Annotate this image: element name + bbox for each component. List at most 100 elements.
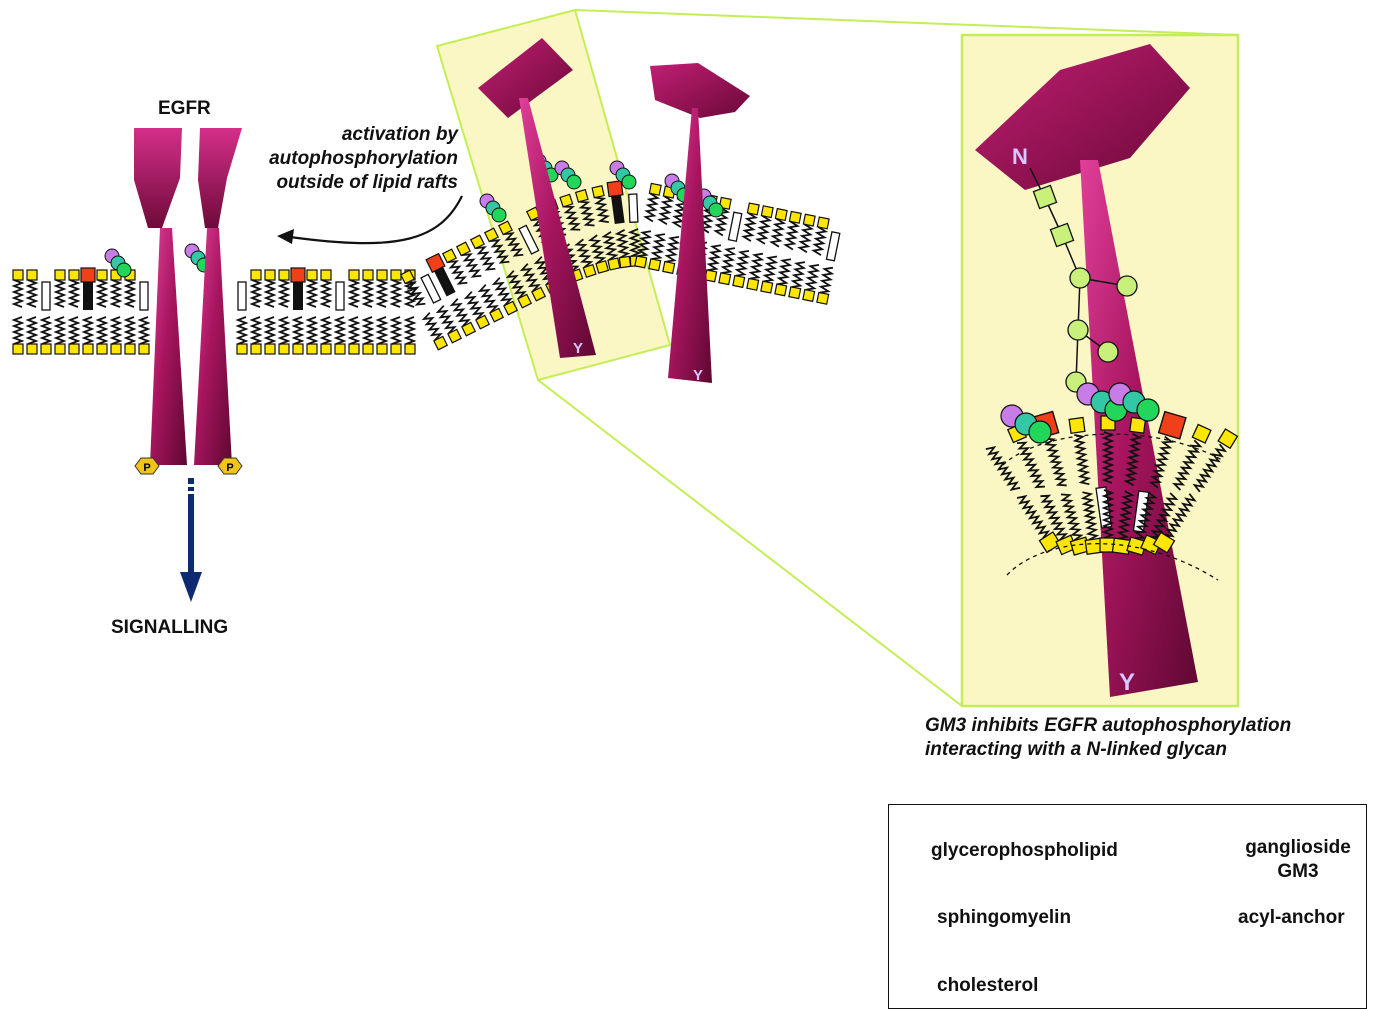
lipid-head bbox=[719, 273, 731, 285]
cholesterol bbox=[238, 282, 246, 310]
lipid-head bbox=[391, 344, 401, 354]
signalling-label: SIGNALLING bbox=[111, 617, 228, 639]
lipid-tail bbox=[56, 280, 64, 307]
lipid-head bbox=[576, 190, 588, 202]
n-terminus-label: N bbox=[1012, 144, 1028, 169]
lipid-head bbox=[635, 256, 647, 268]
legend-label-ganglioside-line1: ganglioside bbox=[1236, 836, 1360, 860]
legend-label-ganglioside: ganglioside GM3 bbox=[1236, 836, 1360, 884]
lipid-tail bbox=[820, 266, 833, 294]
lipid-tail bbox=[778, 258, 791, 286]
activation-caption-line1: activation by bbox=[258, 123, 458, 147]
activation-caption-line2: autophosphorylation bbox=[258, 147, 458, 171]
lipid-pair bbox=[363, 270, 373, 354]
lipid-tail bbox=[462, 252, 481, 280]
lipid-head bbox=[1069, 417, 1085, 433]
lipid-tail bbox=[378, 280, 386, 307]
signalling-arrow-icon bbox=[180, 478, 202, 602]
egfr-ectodomain bbox=[650, 63, 750, 118]
lipid-head bbox=[377, 270, 387, 280]
cholesterol bbox=[336, 282, 344, 310]
lipid-pair bbox=[279, 270, 289, 354]
lipid-head bbox=[335, 344, 345, 354]
egfr-transmembrane bbox=[668, 108, 712, 383]
lipid-tail bbox=[350, 280, 358, 307]
lipid-head bbox=[251, 270, 261, 280]
egfr-ectodomain-left bbox=[134, 128, 182, 228]
lipid-pair bbox=[81, 268, 95, 354]
lipid-tail bbox=[437, 306, 456, 334]
lipid-head bbox=[747, 278, 759, 290]
lipid-head bbox=[293, 344, 303, 354]
lipid-head bbox=[321, 270, 331, 280]
zoom-line-top bbox=[575, 10, 1238, 35]
lipid-pair bbox=[69, 270, 79, 354]
lipid-tail bbox=[451, 299, 470, 327]
activation-caption: activation by autophosphorylation outsid… bbox=[258, 123, 458, 195]
lipid-head bbox=[251, 344, 261, 354]
lipid-tail bbox=[659, 196, 672, 224]
lipid-pair bbox=[335, 282, 345, 354]
lipid-pair bbox=[349, 270, 359, 354]
lipid-tail bbox=[84, 317, 92, 344]
inset-caption-line1: GM3 inhibits EGFR autophosphorylation bbox=[925, 714, 1291, 738]
lipid-head bbox=[307, 344, 317, 354]
lipid-tail bbox=[70, 317, 78, 344]
lipid-head bbox=[405, 344, 415, 354]
lipid-head bbox=[265, 270, 275, 280]
lipid-tail bbox=[476, 245, 495, 273]
zoom-line-bottom bbox=[538, 380, 962, 706]
lipid-head bbox=[55, 344, 65, 354]
lipid-tail bbox=[238, 317, 246, 344]
lipid-tail bbox=[28, 280, 36, 307]
lipid-tail bbox=[736, 249, 749, 277]
tyrosine-label-inset: Y bbox=[573, 340, 583, 357]
lipid-pair bbox=[307, 270, 317, 354]
legend-label-acyl-anchor: acyl-anchor bbox=[1238, 907, 1345, 929]
lipid-head bbox=[265, 344, 275, 354]
phosphate-icon: P bbox=[135, 458, 159, 474]
lipid-tail bbox=[112, 280, 120, 307]
lipid-tail bbox=[364, 317, 372, 344]
phosphate-label-right: P bbox=[226, 462, 233, 474]
lipid-tail bbox=[378, 317, 386, 344]
lipid-pair bbox=[111, 270, 121, 354]
lipid-head bbox=[279, 270, 289, 280]
tyrosine-label: Y bbox=[693, 367, 703, 384]
lipid-head bbox=[592, 186, 604, 198]
lipid-head bbox=[649, 259, 661, 271]
phosphate-label-left: P bbox=[143, 462, 150, 474]
lipid-head bbox=[733, 276, 745, 288]
lipid-head bbox=[83, 344, 93, 354]
lipid-tail bbox=[294, 317, 302, 344]
lipid-tail bbox=[799, 224, 812, 252]
lipid-head bbox=[761, 281, 773, 293]
lipid-tail bbox=[448, 259, 467, 287]
lipid-tail bbox=[14, 280, 22, 307]
legend-label-sphingomyelin: sphingomyelin bbox=[937, 907, 1071, 929]
lipid-head bbox=[307, 270, 317, 280]
lipid-tail bbox=[743, 213, 756, 241]
lipid-tail bbox=[56, 317, 64, 344]
lipid-tail bbox=[266, 280, 274, 307]
lipid-tail bbox=[465, 292, 484, 320]
legend-label-ganglioside-line2: GM3 bbox=[1236, 860, 1360, 884]
lipid-tail bbox=[666, 235, 679, 263]
lipid-head bbox=[391, 270, 401, 280]
lipid-tail bbox=[392, 280, 400, 307]
lipid-head bbox=[111, 344, 121, 354]
lipid-tail bbox=[392, 317, 400, 344]
lipid-head bbox=[237, 344, 247, 354]
lipid-tail bbox=[308, 280, 316, 307]
lipid-pair bbox=[265, 270, 275, 354]
lipid-head bbox=[775, 284, 787, 296]
legend-label-cholesterol: cholesterol bbox=[937, 975, 1038, 997]
lipid-pair bbox=[55, 270, 65, 354]
lipid-tail bbox=[423, 313, 442, 341]
lipid-head bbox=[349, 270, 359, 280]
lipid-head bbox=[457, 242, 470, 255]
lipid-tail bbox=[322, 317, 330, 344]
lipid-head bbox=[27, 270, 37, 280]
lipid-pair bbox=[251, 270, 261, 354]
